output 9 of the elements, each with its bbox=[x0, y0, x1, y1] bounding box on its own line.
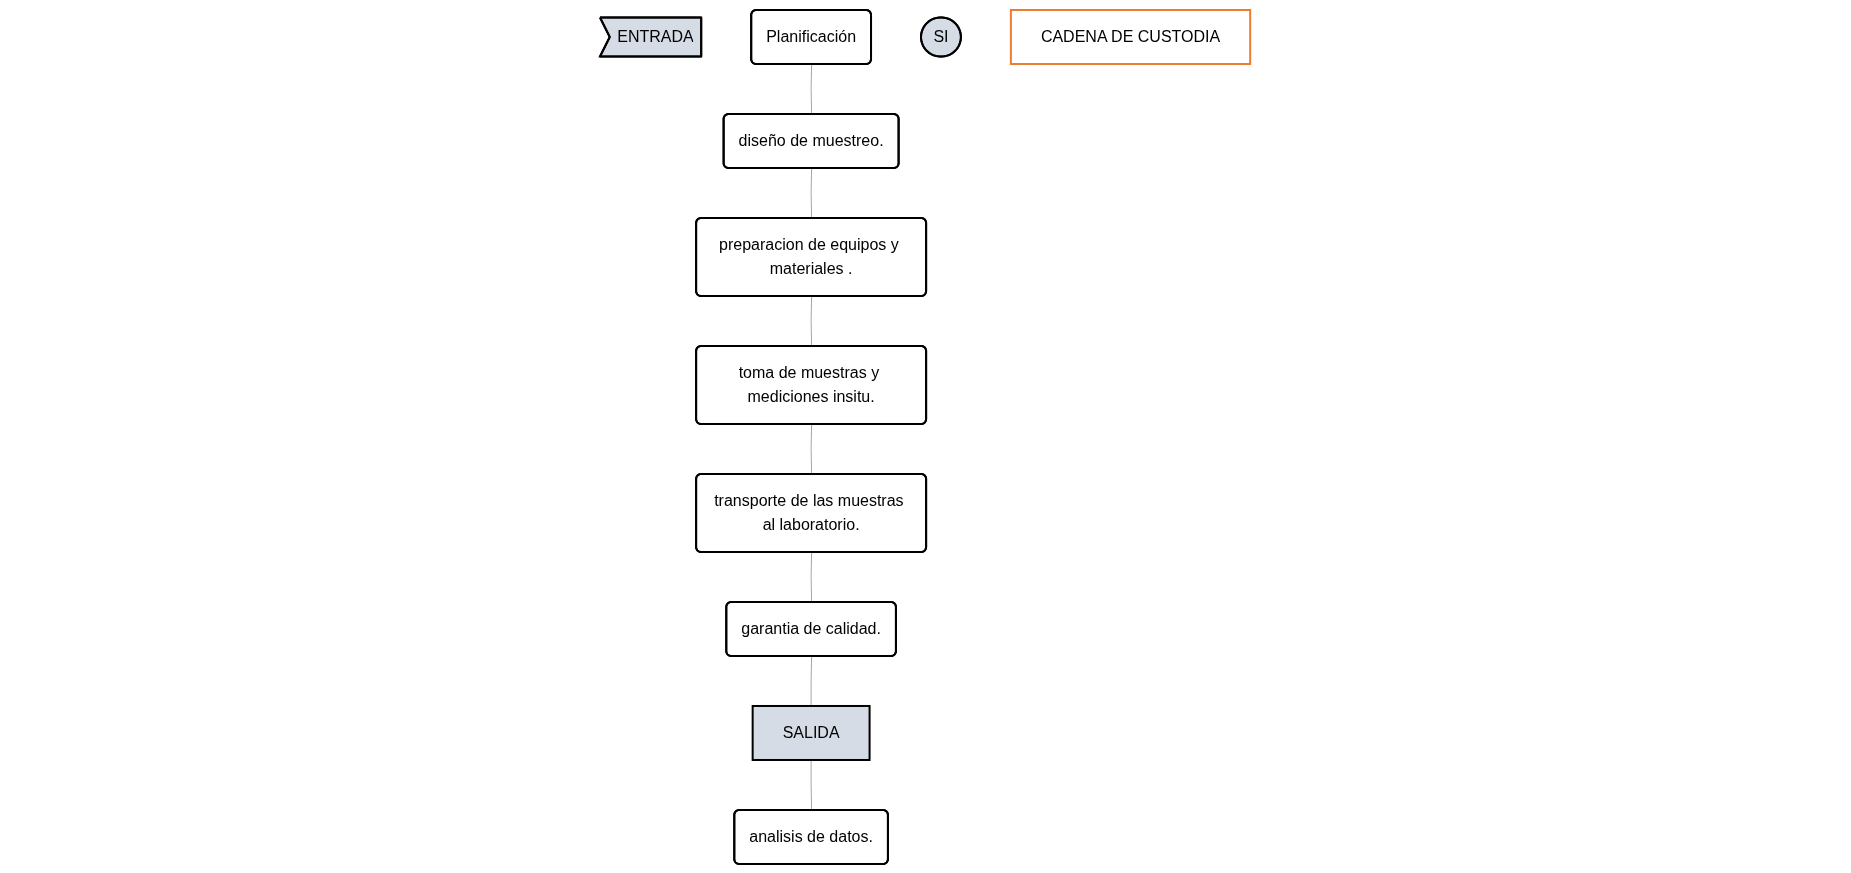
node-box: CADENA DE CUSTODIA bbox=[1010, 8, 1252, 65]
node-box: SALIDA bbox=[752, 704, 871, 761]
connector bbox=[811, 551, 813, 603]
connector bbox=[811, 759, 813, 811]
connector bbox=[811, 423, 813, 475]
connector bbox=[811, 295, 813, 347]
connector bbox=[811, 63, 813, 115]
connector bbox=[811, 655, 813, 706]
connector bbox=[811, 167, 813, 219]
